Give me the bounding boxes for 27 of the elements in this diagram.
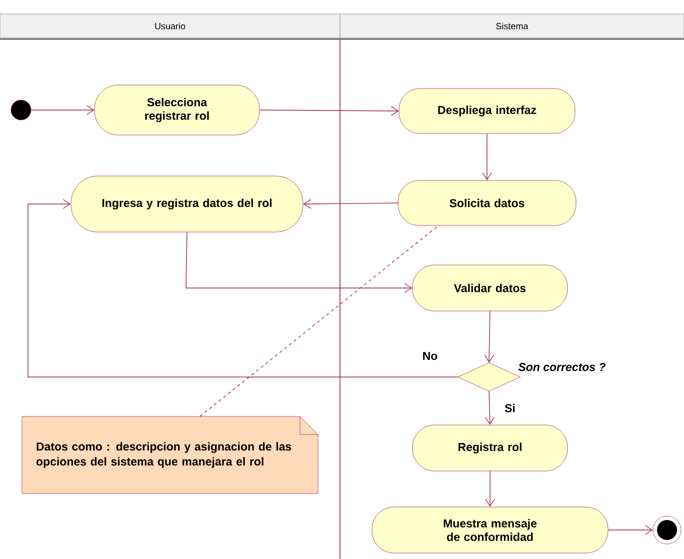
activity-box: Solicita datos <box>398 180 576 226</box>
arrow <box>484 390 495 425</box>
activity-box: Selecciona registrar rol <box>94 84 260 136</box>
arrow <box>259 106 399 116</box>
decision-diamond <box>458 362 520 392</box>
activity-box: Ingresa y registra datos del rol <box>70 176 304 232</box>
activity-box: Muestra mensaje de conformidad <box>372 506 608 554</box>
arrow <box>485 470 495 507</box>
arrow <box>28 199 458 378</box>
arrow <box>303 199 398 209</box>
activity-box: Registra rol <box>412 424 568 472</box>
edge-label: Si <box>504 402 516 414</box>
arrow <box>30 105 94 115</box>
decision-label: Son correctos ? <box>518 362 606 372</box>
start-dot <box>10 100 32 120</box>
end-dot <box>652 516 682 544</box>
arrow <box>482 133 492 180</box>
activity-box: Despliega interfaz <box>398 88 576 134</box>
note-link <box>200 225 439 417</box>
arrow <box>608 525 653 535</box>
lane-header: Sistema <box>340 14 684 38</box>
arrow <box>484 310 494 363</box>
note-box: Datos como : descripcion y asignacion de las opciones del sistema que manejara el rol <box>22 416 318 494</box>
edge-label: No <box>421 351 439 362</box>
lane-header: Usuario <box>0 14 340 38</box>
arrow <box>186 232 412 293</box>
activity-box: Validar datos <box>412 264 568 312</box>
